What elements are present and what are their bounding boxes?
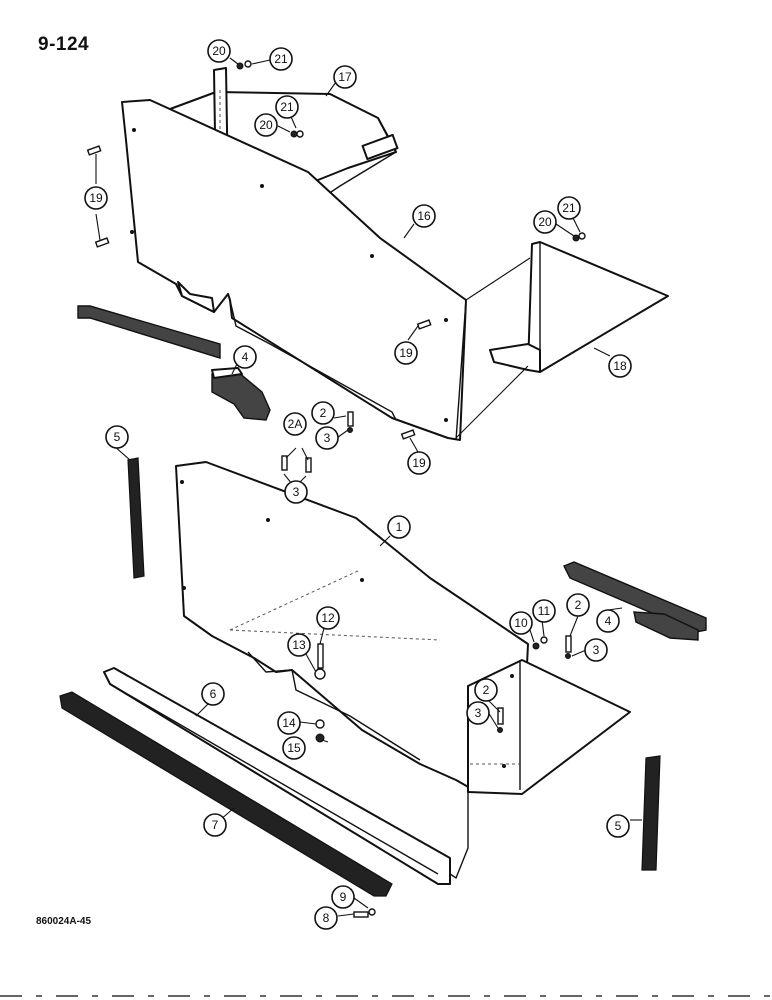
callout-label: 13 [292, 638, 306, 652]
callout-14: 14 [277, 711, 301, 735]
callout-20c: 20 [533, 210, 557, 234]
callout-label: 2A [288, 417, 303, 431]
callout-4b: 4 [596, 609, 620, 633]
callout-label: 2 [575, 598, 582, 612]
callout-label: 14 [282, 716, 296, 730]
callout-label: 19 [399, 346, 413, 360]
hardware [86, 60, 586, 918]
callout-20b: 20 [254, 113, 278, 137]
part-18-bracket [489, 241, 669, 373]
callout-2b: 2 [566, 593, 590, 617]
callout-label: 20 [259, 118, 273, 132]
callout-1: 1 [387, 515, 411, 539]
part-6-angle-strip [103, 667, 451, 885]
callout-2c: 2 [474, 678, 498, 702]
callout-label: 12 [321, 611, 335, 625]
callout-label: 3 [293, 485, 300, 499]
callout-label: 4 [605, 614, 612, 628]
callout-19c: 19 [407, 451, 431, 475]
part-1-lower-panel [175, 461, 631, 880]
callout-label: 9 [340, 890, 347, 904]
callout-3b: 3 [284, 480, 308, 504]
callout-label: 6 [210, 687, 217, 701]
callout-10: 10 [509, 611, 533, 635]
callout-21b: 21 [275, 95, 299, 119]
callout-5b: 5 [606, 814, 630, 838]
callout-19a: 19 [84, 186, 108, 210]
callout-16: 16 [412, 204, 436, 228]
callout-3a: 3 [315, 426, 339, 450]
callout-15: 15 [282, 736, 306, 760]
callout-13: 13 [287, 633, 311, 657]
callout-21a: 21 [269, 47, 293, 71]
callout-2A: 2A [283, 412, 307, 436]
callout-17: 17 [333, 65, 357, 89]
callout-19b: 19 [394, 341, 418, 365]
callout-label: 17 [338, 70, 352, 84]
part-5-rubber-left [127, 457, 145, 579]
callout-label: 8 [323, 911, 330, 925]
callout-8: 8 [314, 906, 338, 930]
callout-label: 19 [412, 456, 426, 470]
part-4-foam-seal-right [563, 561, 707, 641]
callout-label: 5 [615, 819, 622, 833]
callout-label: 15 [287, 741, 301, 755]
callout-label: 19 [89, 191, 103, 205]
callout-label: 21 [274, 52, 288, 66]
callout-21c: 21 [557, 196, 581, 220]
callout-label: 11 [538, 604, 551, 618]
callout-label: 20 [212, 44, 226, 58]
callout-label: 10 [514, 616, 528, 630]
callout-4a: 4 [233, 345, 257, 369]
callout-3c: 3 [584, 638, 608, 662]
leader-lines [95, 57, 642, 917]
part-4-foam-seal-left [77, 305, 271, 421]
callout-label: 2 [483, 683, 490, 697]
callout-6: 6 [201, 682, 225, 706]
callout-label: 7 [212, 818, 219, 832]
callout-3d: 3 [466, 701, 490, 725]
callout-20a: 20 [207, 39, 231, 63]
callout-label: 21 [562, 201, 576, 215]
part-5-rubber-right [641, 755, 661, 871]
callout-label: 20 [538, 215, 552, 229]
callout-label: 18 [613, 359, 627, 373]
callout-label: 2 [320, 406, 327, 420]
callout-9: 9 [331, 885, 355, 909]
page-number: 9-124 [38, 34, 90, 55]
callout-label: 16 [417, 209, 431, 223]
callout-11: 11 [532, 599, 556, 623]
callout-12: 12 [316, 606, 340, 630]
part-7-rubber-seal [59, 691, 393, 897]
callout-label: 4 [242, 350, 249, 364]
diagram-code: 860024A-45 [36, 916, 92, 927]
callout-label: 3 [324, 431, 331, 445]
callout-label: 1 [396, 520, 403, 534]
callout-label: 3 [593, 643, 600, 657]
callout-2a: 2 [311, 401, 335, 425]
callout-label: 21 [280, 100, 294, 114]
callout-18: 18 [608, 354, 632, 378]
callout-label: 3 [475, 706, 482, 720]
callout-7: 7 [203, 813, 227, 837]
callout-label: 5 [114, 430, 121, 444]
callout-5a: 5 [105, 425, 129, 449]
part-16-upper-panel [121, 99, 467, 441]
